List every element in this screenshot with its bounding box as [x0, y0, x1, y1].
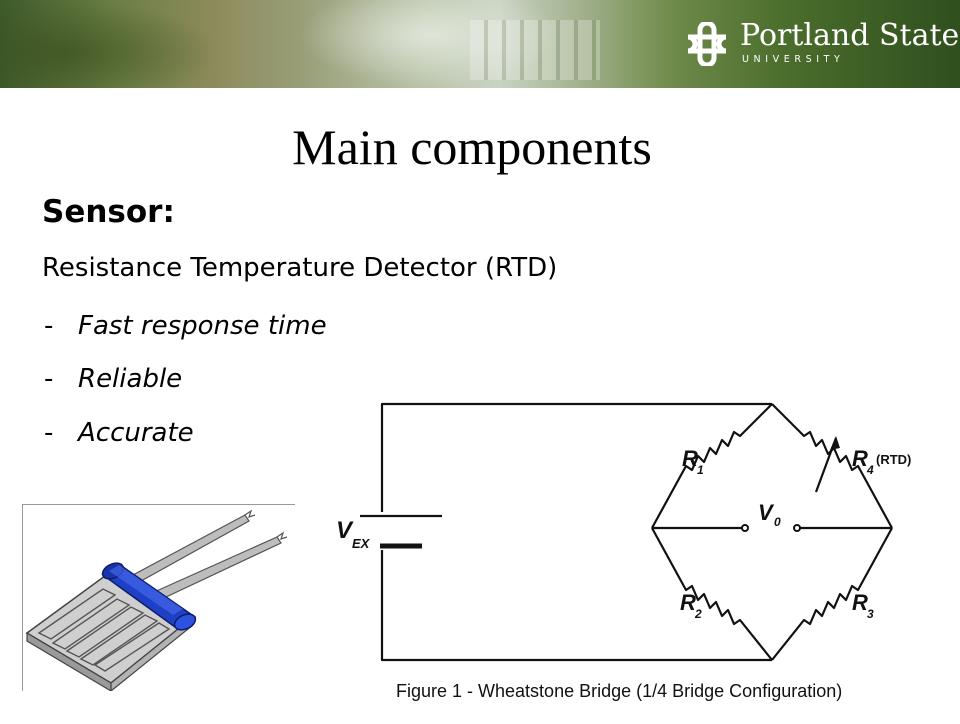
resistor-r3 — [771, 527, 893, 661]
label-r4-sub: 4 — [866, 463, 874, 477]
resistor-r4 — [771, 403, 893, 529]
resistor-r1 — [651, 403, 773, 529]
slide-title: Main components — [292, 119, 652, 175]
label-r3-sub: 3 — [867, 607, 874, 621]
banner-foliage — [0, 0, 220, 88]
subheading: Resistance Temperature Detector (RTD) — [42, 253, 558, 283]
rtd-sensor-icon — [25, 509, 288, 693]
figure-caption: Figure 1 - Wheatstone Bridge (1/4 Bridge… — [396, 681, 843, 701]
bullet-marker: - — [44, 364, 54, 394]
vo-terminal-right — [793, 524, 801, 532]
label-vo: V — [758, 500, 775, 525]
vo-terminal-left — [741, 524, 749, 532]
label-vo-sub: 0 — [774, 515, 781, 529]
bridge-circuit-svg: V EX R 1 R 4 (RTD) R 2 R 3 V 0 — [336, 402, 911, 662]
bullet-item: -Reliable — [44, 364, 182, 394]
banner-highlight — [300, 0, 560, 88]
header-banner: Portland State UNIVERSITY — [0, 0, 960, 88]
label-r2: R — [680, 590, 696, 615]
bullet-text: Fast response time — [78, 311, 327, 341]
label-r3: R — [852, 590, 868, 615]
label-r4: R — [852, 446, 868, 471]
bullet-text: Reliable — [78, 364, 183, 394]
bullet-item: -Fast response time — [44, 311, 327, 341]
label-vex: V — [336, 517, 354, 544]
section-heading: Sensor: — [42, 194, 175, 230]
label-r4-note: (RTD) — [876, 452, 911, 467]
university-logo: Portland State UNIVERSITY — [682, 18, 959, 70]
logo-name: Portland State — [740, 18, 960, 53]
circuit-wire-top — [380, 402, 772, 512]
bullet-text: Accurate — [78, 418, 194, 448]
label-r1: R — [682, 446, 698, 471]
logo-subtitle: UNIVERSITY — [742, 54, 845, 65]
bullet-marker: - — [44, 418, 54, 448]
rtd-sensor-illustration — [22, 504, 295, 693]
label-r2-sub: 2 — [694, 607, 702, 621]
circuit-wire-bottom — [380, 550, 772, 662]
resistor-r2 — [651, 527, 773, 661]
label-r1-sub: 1 — [697, 463, 704, 477]
banner-building — [470, 20, 600, 80]
bullet-item: -Accurate — [44, 418, 194, 448]
bullet-marker: - — [44, 311, 54, 341]
wheatstone-bridge-diagram: V EX R 1 R 4 (RTD) R 2 R 3 V 0 — [330, 392, 950, 720]
psu-logo-icon — [687, 22, 727, 66]
rtd-arrowhead-icon — [830, 436, 840, 450]
label-vex-sub: EX — [352, 536, 371, 551]
